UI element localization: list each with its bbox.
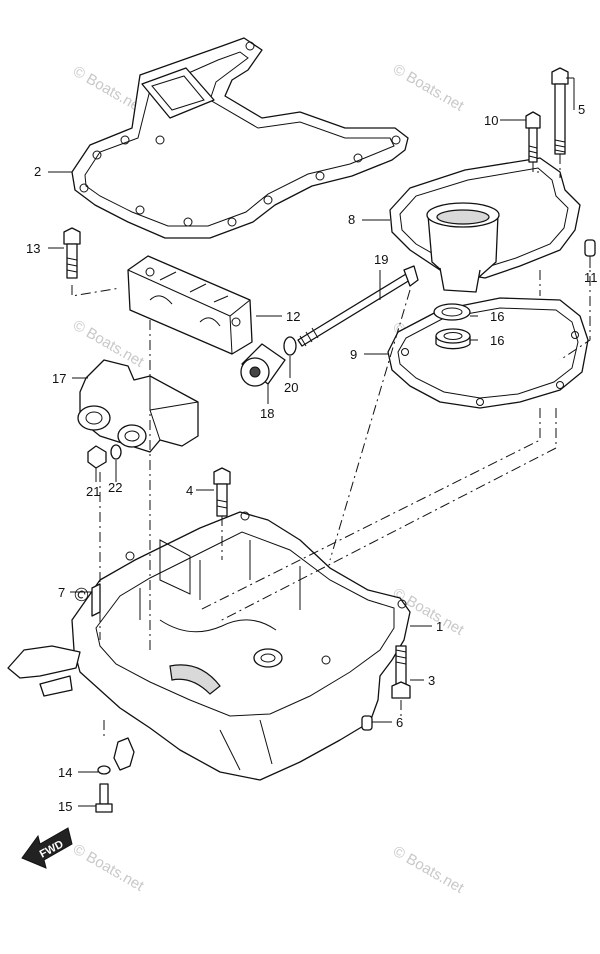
part-16-seals — [433, 303, 471, 350]
part-22-washer — [110, 444, 122, 460]
callout-13: 13 — [26, 241, 40, 256]
part-11-dowel — [584, 239, 596, 257]
callout-14: 14 — [58, 765, 72, 780]
callout-20: 20 — [284, 380, 298, 395]
callout-10: 10 — [484, 113, 498, 128]
part-6-dowel — [361, 715, 373, 731]
callout-11: 11 — [584, 270, 598, 285]
part-21-nut — [87, 445, 107, 469]
leader-lines — [48, 77, 591, 807]
part-13-bolt — [63, 227, 81, 279]
callout-19: 19 — [374, 252, 388, 267]
callout-18: 18 — [260, 406, 274, 421]
watermark: © Boats.net — [70, 841, 147, 895]
callout-22: 22 — [108, 480, 122, 495]
part-3-bolt — [391, 645, 411, 699]
callout-15: 15 — [58, 799, 72, 814]
callout-5: 5 — [578, 102, 585, 117]
part-14-fitting — [97, 737, 135, 775]
callout-17: 17 — [52, 371, 66, 386]
part-10-bolt — [525, 111, 541, 163]
part-15-bolt — [95, 783, 113, 813]
callout-16: 16 — [490, 333, 504, 348]
callout-6: 6 — [396, 715, 403, 730]
watermark: © Boats.net — [390, 61, 467, 115]
fwd-arrow-icon: FWD — [21, 827, 73, 869]
watermark: © Boats.net — [390, 843, 467, 897]
callouts: 2 13 10 5 8 11 19 12 16 16 9 17 18 20 21… — [26, 102, 598, 814]
callout-1: 1 — [436, 619, 443, 634]
callout-4: 4 — [186, 483, 193, 498]
callout-12: 12 — [286, 309, 300, 324]
part-17-block — [77, 359, 199, 453]
part-5-bolt — [551, 67, 569, 155]
part-4-bolt — [213, 467, 231, 517]
part-7-pin — [91, 583, 101, 617]
reference-lines — [71, 154, 591, 740]
part-8-cover — [389, 157, 581, 293]
part-2-gasket — [71, 37, 409, 239]
part-12-bracket — [127, 255, 253, 355]
callout-16: 16 — [490, 309, 504, 324]
part-1-case — [7, 511, 411, 781]
part-9-gasket — [387, 297, 589, 409]
part-20-washer — [283, 336, 297, 356]
fwd-label: FWD — [38, 838, 66, 860]
part-18-bushing — [240, 343, 286, 387]
part-19-bolt — [297, 265, 419, 347]
callout-3: 3 — [428, 673, 435, 688]
callout-2: 2 — [34, 164, 41, 179]
callout-8: 8 — [348, 212, 355, 227]
callout-9: 9 — [350, 347, 357, 362]
callout-21: 21 — [86, 484, 100, 499]
callout-7: 7 — [58, 585, 65, 600]
